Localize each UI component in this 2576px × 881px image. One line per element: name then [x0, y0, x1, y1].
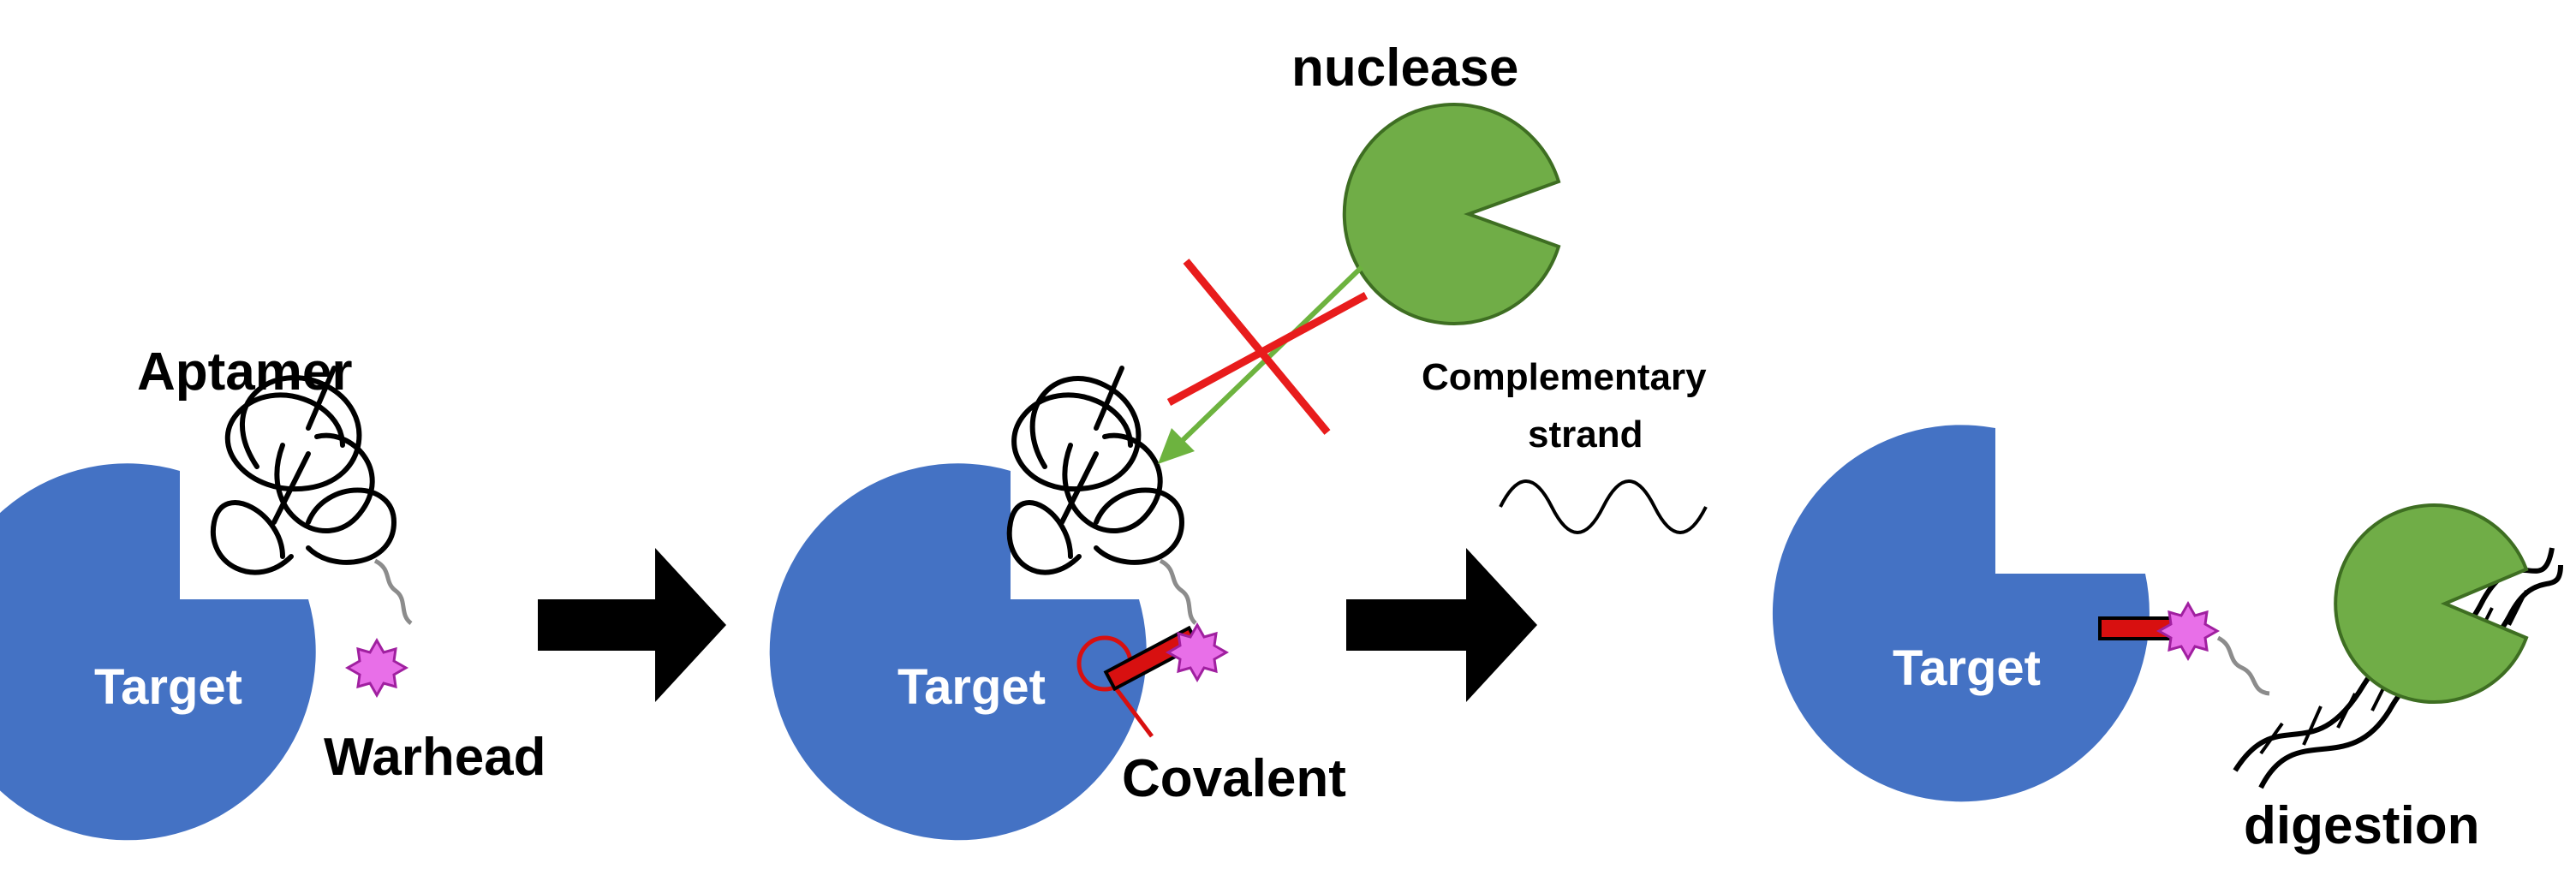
aptamer-label: Aptamer — [137, 342, 353, 402]
panel-aptamer-binding: Target Aptamer Warhead — [0, 342, 546, 841]
covalent-label: Covalent — [1122, 749, 1346, 808]
linker-2 — [1159, 558, 1197, 625]
panel-digestion: Target digestion — [1772, 425, 2563, 855]
aptamer-strand-1 — [210, 366, 397, 575]
nuclease-enzyme-2 — [2334, 503, 2529, 704]
covalent-pointer-line — [1112, 683, 1154, 738]
target-label-3: Target — [1893, 640, 2041, 696]
warhead-label: Warhead — [324, 728, 546, 787]
aptamer-strand-2 — [1006, 366, 1185, 575]
complementary-strand-group: Complementary strand — [1422, 356, 1708, 534]
target-protein-3 — [1772, 425, 2150, 802]
target-protein-2 — [769, 463, 1147, 841]
warhead-1 — [344, 637, 409, 699]
panel-covalent-protection: Target Covalent nuclease — [769, 39, 1561, 841]
right-arrow-icon — [1346, 548, 1537, 702]
complementary-label-line1: Complementary — [1422, 356, 1707, 398]
digestion-label: digestion — [2244, 796, 2480, 855]
linker-3 — [2216, 635, 2270, 696]
nuclease-attack-arrow — [1158, 265, 1364, 464]
target-label-1: Target — [94, 659, 242, 715]
linker-1 — [373, 558, 413, 626]
warhead-2 — [1165, 622, 1230, 683]
cross-icon — [1166, 259, 1368, 435]
complementary-strand-wave — [1499, 479, 1708, 534]
target-label-2: Target — [897, 659, 1046, 715]
right-arrow-icon — [538, 548, 726, 702]
nuclease-enzyme-1 — [1342, 103, 1561, 325]
nuclease-label: nuclease — [1291, 39, 1518, 98]
warhead-3 — [2156, 600, 2221, 662]
target-protein-1 — [0, 463, 316, 841]
complementary-label-line2: strand — [1528, 414, 1643, 455]
